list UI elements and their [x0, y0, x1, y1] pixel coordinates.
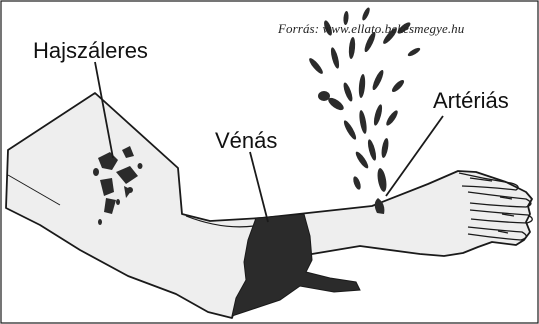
label-arterial-bleeding: Artériás: [433, 90, 509, 112]
label-capillary-bleeding: Hajszáleres: [33, 40, 148, 62]
source-caption: Forrás: www.ellato.bekesmegye.hu: [278, 21, 464, 37]
label-venous-bleeding: Vénás: [215, 130, 277, 152]
